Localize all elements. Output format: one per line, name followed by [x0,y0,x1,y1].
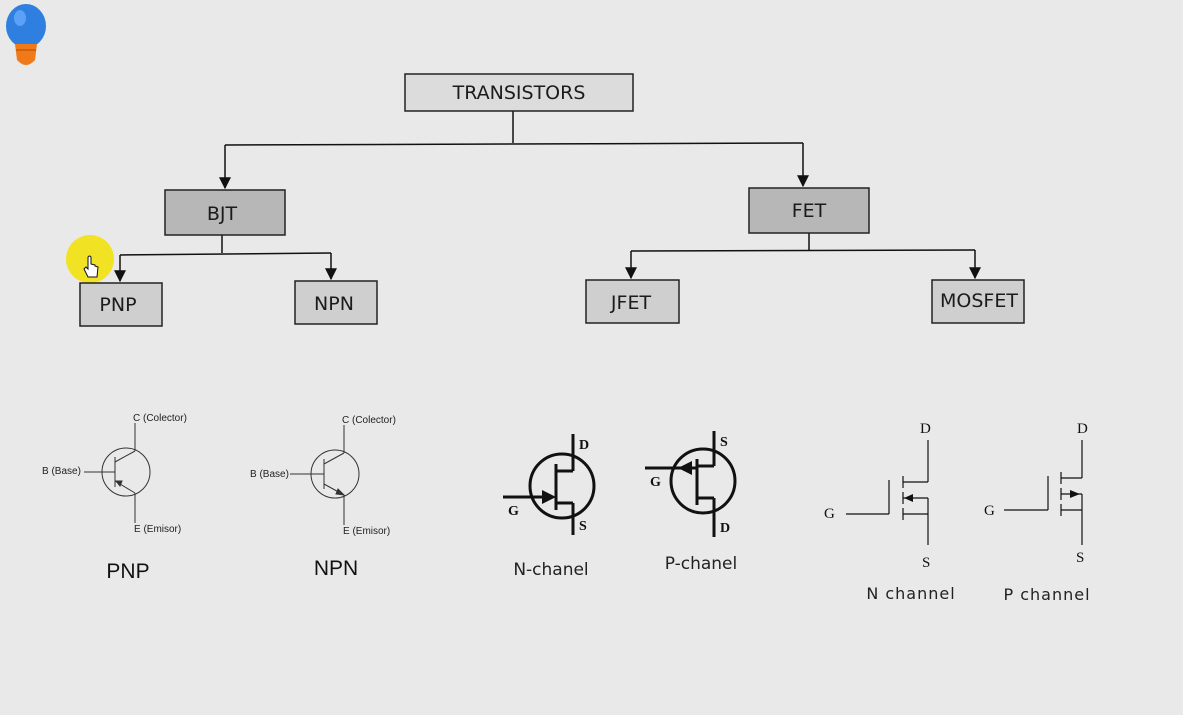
mosfet-node[interactable]: MOSFET [931,279,1025,324]
npn-node[interactable]: NPN [294,280,378,325]
hand-cursor-icon [83,255,99,278]
npn-base-label: B (Base) [250,469,289,480]
npn-emitter-label: E (Emisor) [343,526,390,537]
pnp-node[interactable]: PNP [79,282,163,327]
mosfet-n-symbol [846,440,929,545]
jfet-p-source-label: S [720,435,728,450]
pnp-emitter-label: E (Emisor) [134,524,181,535]
fet-node[interactable]: FET [748,187,870,234]
mosfet-node-label: MOSFET [940,290,1018,312]
bjt-node[interactable]: BJT [164,189,286,236]
mosfet-p-caption: P channel [1003,585,1090,604]
pnp-base-label: B (Base) [42,466,81,477]
npn-collector-label: C (Colector) [342,415,396,426]
mosfet-p-gate-label: G [984,503,995,519]
npn-node-label: NPN [314,293,354,315]
pnp-collector-label: C (Colector) [133,413,187,424]
bjt-node-label: BJT [207,203,238,225]
pnp-node-label: PNP [99,294,136,316]
mosfet-n-gate-label: G [824,506,835,522]
fet-node-label: FET [792,200,827,222]
jfet-n-symbol [503,434,596,535]
jfet-node[interactable]: JFET [585,279,680,324]
jfet-n-gate-label: G [508,504,519,519]
pnp-symbol [84,423,151,523]
mosfet-p-symbol [1004,440,1083,545]
jfet-n-caption: N-chanel [513,560,588,580]
npn-symbol [290,425,360,525]
mosfet-p-drain-label: D [1077,421,1088,437]
jfet-n-drain-label: D [579,438,589,453]
root-node-label: TRANSISTORS [452,82,586,104]
jfet-p-caption: P-chanel [665,554,738,574]
jfet-node-label: JFET [610,292,652,314]
jfet-p-drain-label: D [720,521,730,536]
lightbulb-icon [6,4,46,65]
mosfet-p-source-label: S [1076,550,1084,566]
tree-connectors [114,111,981,283]
mosfet-n-drain-label: D [920,421,931,437]
jfet-p-gate-label: G [650,475,661,490]
pnp-caption: PNP [106,560,149,583]
jfet-p-symbol [645,431,737,537]
jfet-n-source-label: S [579,519,587,534]
mosfet-n-source-label: S [922,555,930,571]
mosfet-n-caption: N channel [866,584,955,603]
npn-caption: NPN [314,557,358,580]
root-node[interactable]: TRANSISTORS [404,73,634,112]
